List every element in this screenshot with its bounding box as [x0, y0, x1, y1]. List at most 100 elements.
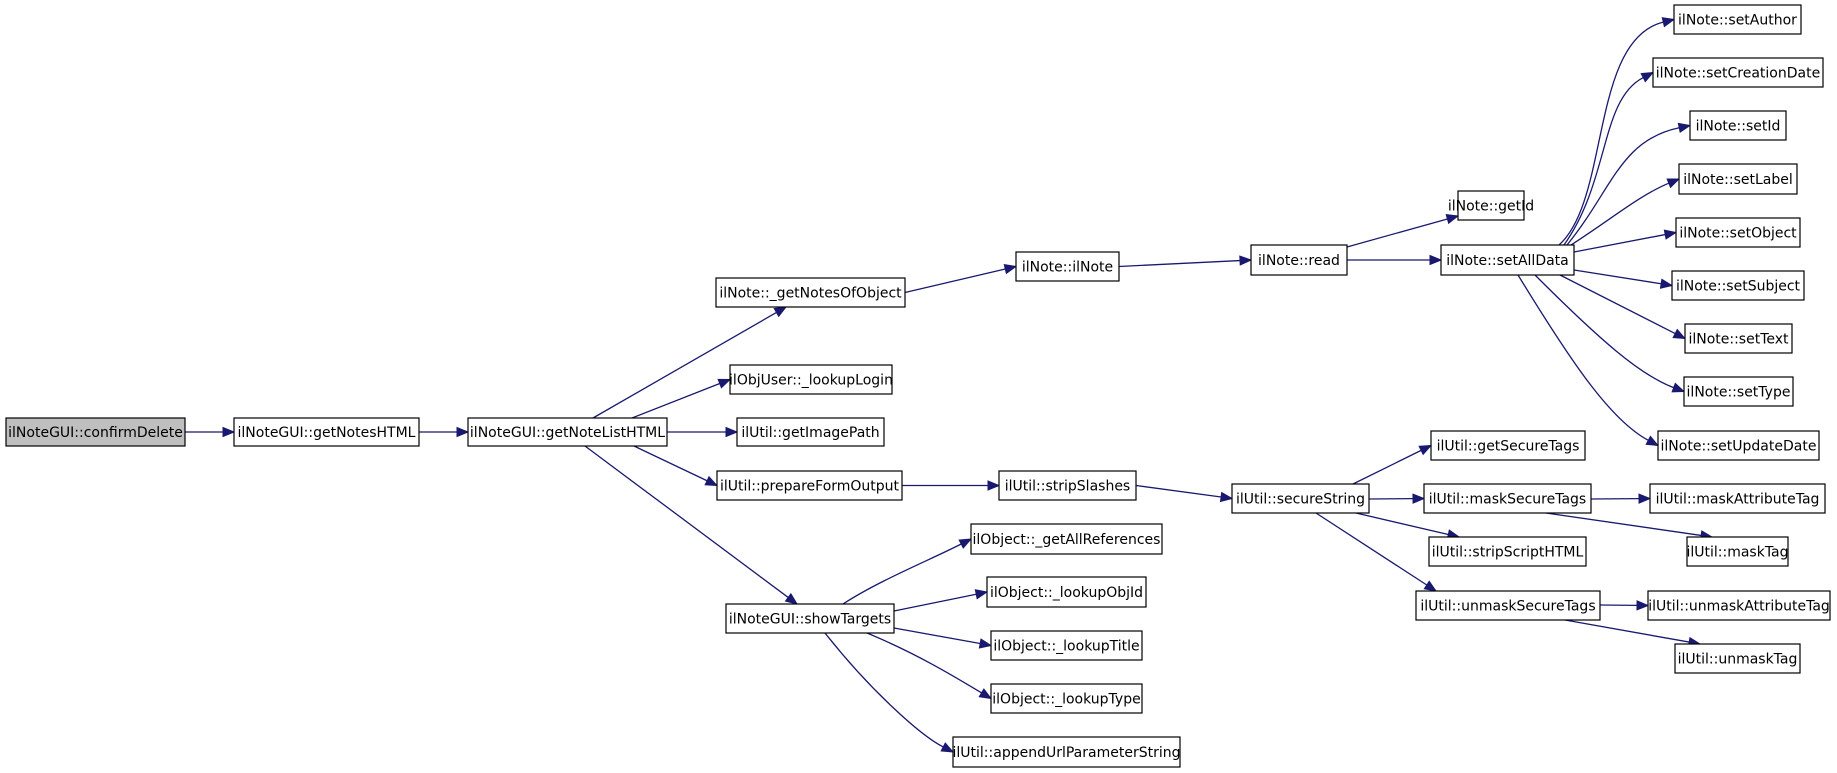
- arrowhead: [940, 742, 955, 753]
- edge-setAllData-to-setAuthor: [1558, 17, 1676, 246]
- arrowhead: [1429, 254, 1443, 266]
- node-label: ilUtil::stripSlashes: [1005, 479, 1130, 495]
- node-setLabel[interactable]: ilNote::setLabel: [1678, 163, 1798, 195]
- arrowhead: [1219, 491, 1234, 503]
- node-setSubject[interactable]: ilNote::setSubject: [1671, 270, 1805, 301]
- node-setUpdateDate[interactable]: ilNote::setUpdateDate: [1657, 430, 1820, 461]
- node-maskTag[interactable]: ilUtil::maskTag: [1686, 536, 1789, 567]
- node-box: [1457, 190, 1525, 221]
- node-getId[interactable]: ilNote::getId: [1448, 190, 1534, 221]
- node-label: ilNote::setObject: [1679, 226, 1797, 242]
- call-edges: [185, 17, 1714, 753]
- node-box: [1015, 251, 1120, 282]
- node-box: [1250, 244, 1348, 276]
- node-lookupTitle[interactable]: ilObject::_lookupTitle: [990, 630, 1143, 661]
- edge-getNoteListHTML-to-lookupLogin: [631, 378, 732, 419]
- node-setText[interactable]: ilNote::setText: [1684, 323, 1793, 354]
- node-label: ilNote::read: [1258, 253, 1340, 269]
- edge-confirmDelete-to-getNotesHTML: [185, 426, 236, 438]
- node-box: [1689, 110, 1787, 141]
- node-unmaskSecureTags[interactable]: ilUtil::unmaskSecureTags: [1415, 590, 1601, 621]
- node-lookupLogin[interactable]: ilObjUser::_lookupLogin: [729, 364, 893, 395]
- node-getAllReferences[interactable]: ilObject::_getAllReferences: [970, 523, 1163, 555]
- node-box: [1649, 483, 1826, 514]
- arrowhead: [974, 589, 989, 600]
- node-unmaskAttributeTag[interactable]: ilUtil::unmaskAttributeTag: [1647, 590, 1831, 621]
- node-setAllData[interactable]: ilNote::setAllData: [1440, 244, 1575, 276]
- edge-line: [842, 543, 962, 605]
- node-box: [715, 277, 906, 308]
- node-label: ilObject::_lookupObjId: [990, 585, 1143, 601]
- node-label: ilNote::setCreationDate: [1656, 66, 1820, 82]
- edge-getNoteListHTML-to-getNotesOfObject: [592, 306, 788, 419]
- edge-line: [633, 445, 708, 482]
- node-stripScriptHTML[interactable]: ilUtil::stripScriptHTML: [1428, 536, 1587, 567]
- node-box: [1231, 483, 1370, 514]
- node-box: [952, 736, 1181, 768]
- node-getNoteListHTML[interactable]: ilNoteGUI::getNoteListHTML: [467, 417, 668, 447]
- node-box: [1652, 57, 1824, 88]
- node-box: [736, 417, 885, 447]
- node-getNotesOfObject[interactable]: ilNote::_getNotesOfObject: [715, 277, 906, 308]
- node-unmaskTag[interactable]: ilUtil::unmaskTag: [1674, 643, 1801, 674]
- arrowhead: [978, 638, 993, 649]
- node-setType[interactable]: ilNote::setType: [1683, 376, 1794, 407]
- node-label: ilNote::setAuthor: [1678, 13, 1797, 29]
- node-read[interactable]: ilNote::read: [1250, 244, 1348, 276]
- node-lookupType[interactable]: ilObject::_lookupType: [990, 683, 1143, 714]
- node-label: ilNote::ilNote: [1022, 260, 1113, 276]
- node-ilNote[interactable]: ilNote::ilNote: [1015, 251, 1120, 282]
- node-appendUrlParameterString[interactable]: ilUtil::appendUrlParameterString: [952, 736, 1181, 768]
- node-box: [1430, 430, 1586, 461]
- node-label: ilNoteGUI::showTargets: [729, 612, 891, 628]
- node-label: ilObject::_lookupTitle: [993, 639, 1139, 655]
- arrowhead: [1423, 580, 1438, 592]
- node-box: [5, 417, 186, 447]
- node-showTargets[interactable]: ilNoteGUI::showTargets: [725, 603, 895, 634]
- node-secureString[interactable]: ilUtil::secureString: [1231, 483, 1370, 514]
- arrowhead: [1671, 382, 1686, 393]
- node-box: [233, 417, 420, 447]
- edge-line: [1315, 512, 1428, 586]
- node-box: [725, 603, 895, 634]
- call-nodes: ilNoteGUI::confirmDelete ilNoteGUI::getNo…: [5, 4, 1831, 768]
- node-prepareFormOutput[interactable]: ilUtil::prepareFormOutput: [716, 470, 903, 501]
- node-maskSecureTags[interactable]: ilUtil::maskSecureTags: [1423, 483, 1592, 514]
- node-box: [986, 576, 1147, 608]
- edge-line: [584, 445, 789, 598]
- edge-read-to-setAllData: [1347, 254, 1443, 266]
- arrowhead: [1672, 328, 1687, 340]
- edge-line: [1559, 274, 1676, 335]
- node-box: [1684, 323, 1793, 354]
- node-confirmDelete[interactable]: ilNoteGUI::confirmDelete: [5, 417, 186, 447]
- node-setAuthor[interactable]: ilNote::setAuthor: [1673, 4, 1802, 35]
- node-stripSlashes[interactable]: ilUtil::stripSlashes: [998, 470, 1137, 501]
- edge-secureString-to-getSecureTags: [1352, 444, 1433, 485]
- node-box: [1657, 430, 1820, 461]
- edge-line: [631, 382, 720, 419]
- arrowhead: [1659, 278, 1674, 289]
- node-getImagePath[interactable]: ilUtil::getImagePath: [736, 417, 885, 447]
- node-label: ilNote::setAllData: [1446, 253, 1569, 269]
- node-label: ilUtil::secureString: [1236, 492, 1365, 508]
- node-label: ilNote::setText: [1688, 332, 1789, 348]
- node-getSecureTags[interactable]: ilUtil::getSecureTags: [1430, 430, 1586, 461]
- arrowhead: [958, 538, 973, 549]
- edge-showTargets-to-lookupType: [866, 632, 993, 700]
- node-maskAttributeTag[interactable]: ilUtil::maskAttributeTag: [1649, 483, 1826, 514]
- node-setCreationDate[interactable]: ilNote::setCreationDate: [1652, 57, 1824, 88]
- edge-line: [1570, 182, 1670, 246]
- node-lookupObjId[interactable]: ilObject::_lookupObjId: [986, 576, 1147, 608]
- node-setId[interactable]: ilNote::setId: [1689, 110, 1787, 141]
- node-box: [1674, 643, 1801, 674]
- node-box: [1423, 483, 1592, 514]
- node-getNotesHTML[interactable]: ilNoteGUI::getNotesHTML: [233, 417, 420, 447]
- edge-line: [866, 632, 982, 694]
- edge-getNotesOfObject-to-ilNote: [904, 264, 1018, 294]
- node-label: ilUtil::maskSecureTags: [1429, 492, 1586, 508]
- node-setObject[interactable]: ilNote::setObject: [1675, 217, 1801, 248]
- node-box: [990, 630, 1143, 661]
- node-box: [1415, 590, 1601, 621]
- arrowhead: [1677, 122, 1692, 133]
- edge-line: [893, 627, 981, 645]
